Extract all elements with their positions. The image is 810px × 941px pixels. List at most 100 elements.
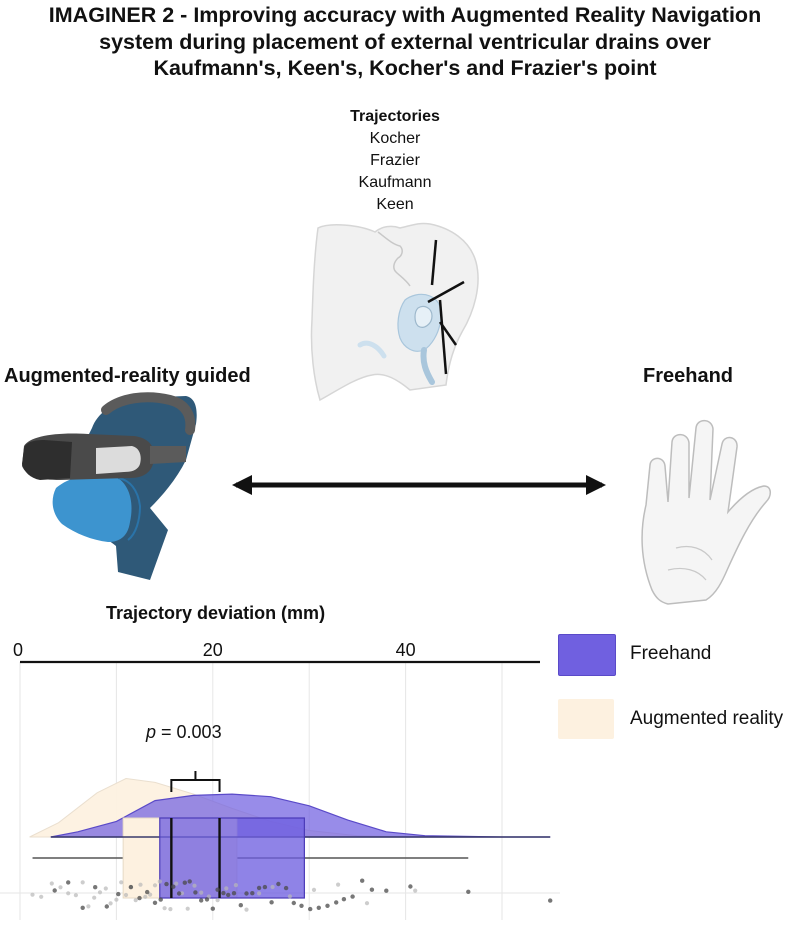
chart-rain-points (30, 878, 553, 912)
data-point-ar (413, 888, 418, 893)
data-point-ar (133, 898, 138, 903)
data-point-ar (157, 879, 162, 884)
data-point-ar (233, 883, 238, 888)
data-point-freehand (128, 884, 134, 890)
data-point-ar (270, 884, 275, 890)
title-line: IMAGINER 2 - Improving accuracy with Aug… (48, 3, 762, 27)
data-point-ar (199, 890, 204, 895)
freehand-label: Freehand (643, 365, 734, 387)
data-point-freehand (291, 900, 296, 906)
data-point-freehand (204, 897, 210, 902)
data-point-freehand (369, 887, 375, 892)
x-tick-label: 0 (13, 640, 24, 660)
data-point-freehand (176, 891, 182, 896)
data-point-ar (168, 907, 173, 912)
p-value: = 0.003 (156, 722, 222, 742)
data-point-freehand (215, 887, 220, 892)
data-point-freehand (238, 903, 243, 908)
title-line: Kaufmann's, Keen's, Kocher's and Frazier… (153, 56, 657, 80)
data-point-freehand (384, 888, 389, 893)
data-point-freehand (80, 905, 85, 910)
data-point-ar (174, 881, 179, 886)
chart-boxplots (32, 817, 551, 899)
data-point-freehand (548, 898, 553, 903)
trajectory-item: Kocher (369, 130, 421, 147)
data-point-ar (224, 886, 229, 891)
data-point-ar (215, 898, 220, 903)
data-point-freehand (276, 881, 281, 887)
data-point-ar (86, 904, 91, 909)
data-point-freehand (244, 891, 249, 896)
data-point-ar (152, 883, 158, 888)
ar-headset-head-icon (22, 392, 197, 580)
significance-bracket (170, 771, 221, 792)
data-point-freehand (116, 891, 121, 897)
data-point-ar (287, 894, 292, 899)
trajectories-list: Trajectories Kocher Frazier Kaufmann Kee… (300, 106, 490, 216)
data-point-freehand (250, 891, 255, 896)
data-point-ar (103, 886, 108, 891)
data-point-freehand (152, 900, 158, 905)
data-point-freehand (171, 884, 176, 889)
data-point-freehand (283, 885, 289, 891)
data-point-freehand (299, 903, 304, 908)
box-freehand (159, 817, 305, 899)
data-point-freehand (158, 897, 163, 902)
figure-title: IMAGINER 2 - Improving accuracy with Aug… (0, 2, 810, 82)
data-point-ar (49, 881, 54, 886)
head-profile-icon (310, 222, 479, 402)
data-point-freehand (308, 906, 313, 912)
data-point-ar (80, 880, 85, 885)
data-point-ar (257, 891, 262, 896)
legend-swatch-ar (558, 699, 614, 739)
data-point-freehand (199, 898, 204, 903)
data-point-ar (336, 882, 341, 887)
data-point-ar (192, 883, 197, 888)
data-point-freehand (316, 905, 321, 910)
x-tick-label: 40 (395, 640, 416, 660)
data-point-freehand (466, 889, 471, 894)
p-value-label: p = 0.003 (146, 722, 222, 743)
data-point-freehand (187, 879, 192, 884)
data-point-freehand (52, 888, 57, 893)
data-point-ar (138, 882, 143, 887)
data-point-ar (185, 906, 190, 911)
data-point-ar (73, 893, 78, 898)
data-point-freehand (193, 890, 198, 895)
data-point-ar (58, 885, 63, 890)
data-point-freehand (221, 890, 226, 896)
data-point-freehand (325, 903, 330, 908)
data-point-freehand (360, 878, 365, 883)
data-point-ar (92, 895, 97, 900)
data-point-freehand (269, 900, 274, 905)
data-point-ar (148, 892, 153, 897)
trajectory-item: Kaufmann (358, 174, 432, 191)
data-point-ar (162, 906, 167, 911)
data-point-freehand (226, 892, 231, 898)
title-line: system during placement of external vent… (99, 29, 711, 54)
trajectories-heading: Trajectories (350, 108, 440, 125)
legend-label-freehand: Freehand (630, 643, 712, 664)
data-point-ar (39, 894, 44, 899)
trajectory-item: Keen (376, 196, 414, 213)
data-point-ar (143, 894, 148, 899)
data-point-freehand (104, 904, 110, 909)
p-symbol: p (146, 722, 157, 742)
data-point-ar (244, 907, 249, 912)
data-point-freehand (341, 897, 347, 902)
data-point-freehand (350, 894, 355, 899)
data-point-ar (66, 891, 71, 896)
trajectory-item: Frazier (370, 152, 420, 169)
data-point-ar (114, 897, 119, 902)
data-point-freehand (66, 880, 71, 885)
x-tick-label: 20 (202, 640, 223, 660)
data-point-freehand (137, 895, 142, 901)
data-point-freehand (210, 906, 215, 911)
data-point-ar (108, 901, 113, 906)
data-point-freehand (262, 884, 268, 890)
hand-icon (641, 419, 771, 605)
data-point-ar (311, 887, 317, 893)
chart-xlabel: Trajectory deviation (mm) (106, 603, 326, 623)
data-point-freehand (182, 880, 187, 885)
